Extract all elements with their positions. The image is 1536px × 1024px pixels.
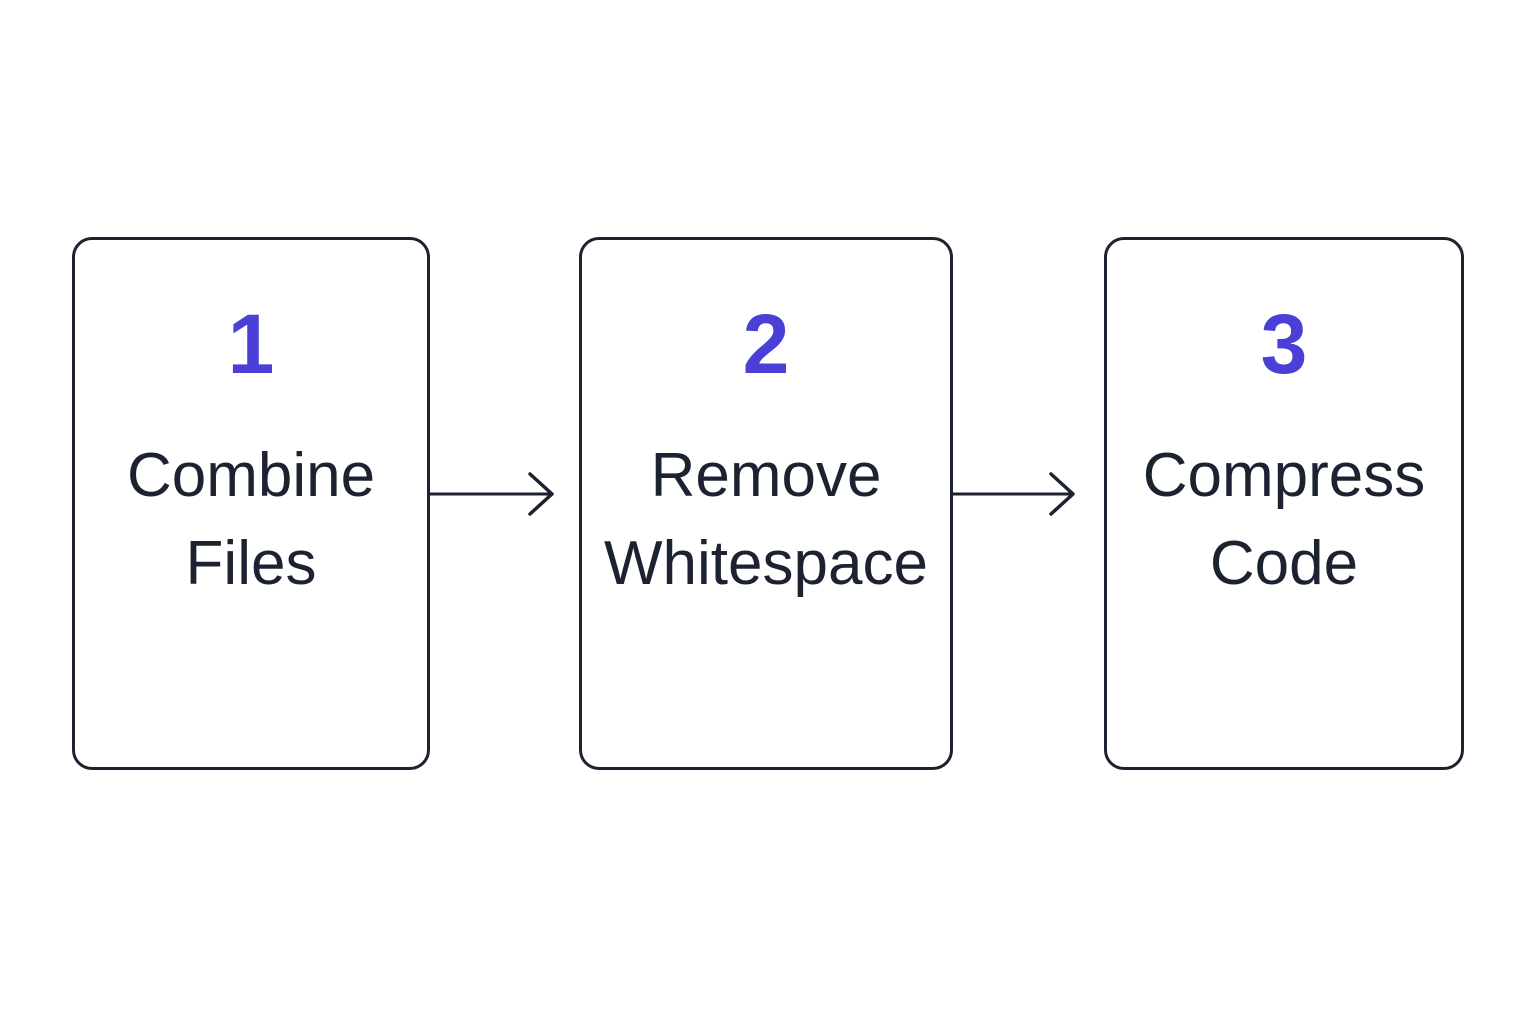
step-label: Combine Files: [75, 432, 427, 608]
step-number: 1: [227, 297, 275, 391]
step-label: Remove Whitespace: [582, 432, 950, 608]
step-label: Compress Code: [1107, 432, 1461, 608]
arrow-right-icon: [430, 472, 554, 516]
step-label-line: Combine: [126, 441, 376, 510]
step-box-remove-whitespace: 2 Remove Whitespace: [579, 237, 953, 770]
step-box-compress-code: 3 Compress Code: [1104, 237, 1464, 770]
step-label-line: Files: [185, 529, 317, 598]
step-number: 3: [1260, 297, 1308, 391]
step-number: 2: [742, 297, 790, 391]
arrow-right-icon: [953, 472, 1075, 516]
step-label-line: Remove: [650, 441, 882, 510]
step-label-line: Whitespace: [604, 529, 928, 598]
step-label-line: Code: [1209, 529, 1359, 598]
step-box-combine-files: 1 Combine Files: [72, 237, 430, 770]
step-label-line: Compress: [1142, 441, 1426, 510]
